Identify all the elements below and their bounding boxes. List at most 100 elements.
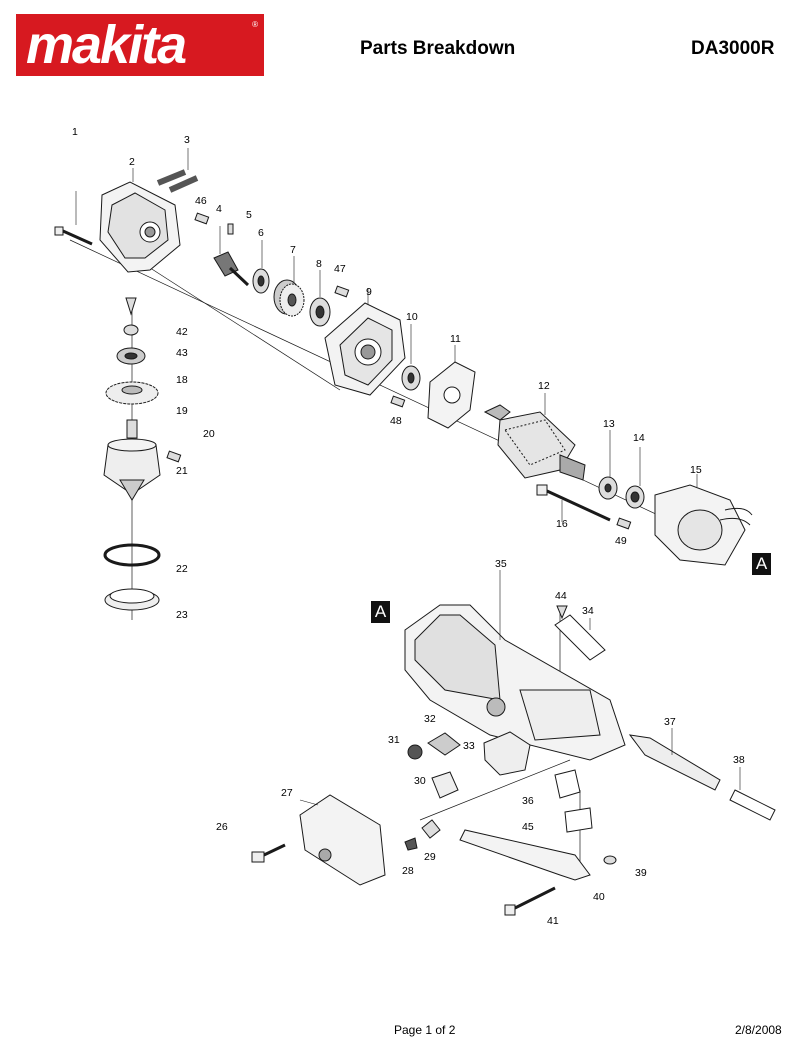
part-label-38: 38 bbox=[733, 754, 745, 766]
part-46-pin bbox=[194, 212, 210, 225]
part-40-plate bbox=[459, 829, 591, 881]
part-21-spindle bbox=[103, 419, 161, 501]
part-label-47: 47 bbox=[334, 263, 346, 275]
part-44-screw bbox=[556, 605, 568, 620]
part-label-49: 49 bbox=[615, 535, 627, 547]
part-35-motor-housing bbox=[404, 570, 626, 761]
part-3-pins bbox=[156, 148, 199, 193]
part-33-switch bbox=[483, 731, 531, 776]
registered-mark: ® bbox=[252, 20, 258, 29]
part-label-10: 10 bbox=[406, 311, 418, 323]
part-47-pin bbox=[334, 285, 350, 298]
part-41-screw bbox=[504, 886, 556, 916]
part-label-40: 40 bbox=[593, 891, 605, 903]
part-label-2: 2 bbox=[129, 156, 135, 168]
part-label-41: 41 bbox=[547, 915, 559, 927]
part-31-knob bbox=[407, 744, 423, 760]
part-label-30: 30 bbox=[414, 775, 426, 787]
part-label-31: 31 bbox=[388, 734, 400, 746]
part-label-36: 36 bbox=[522, 795, 534, 807]
part-8-bearing bbox=[309, 270, 331, 327]
part-9-bearing-box bbox=[324, 288, 406, 396]
part-4-pinion bbox=[213, 226, 250, 287]
part-label-19: 19 bbox=[176, 405, 188, 417]
part-label-45: 45 bbox=[522, 821, 534, 833]
part-label-23: 23 bbox=[176, 609, 188, 621]
part-label-3: 3 bbox=[184, 134, 190, 146]
part-29-bracket bbox=[421, 819, 441, 839]
part-38-cord bbox=[729, 767, 776, 821]
part-label-1: 1 bbox=[72, 126, 78, 138]
part-36-capacitor bbox=[554, 769, 581, 799]
part-label-32: 32 bbox=[424, 713, 436, 725]
logo-wordmark: makita bbox=[26, 15, 187, 75]
section-marker-a: A bbox=[752, 553, 771, 575]
part-label-9: 9 bbox=[366, 286, 372, 298]
page-indicator: Page 1 of 2 bbox=[394, 1023, 456, 1037]
part-label-22: 22 bbox=[176, 563, 188, 575]
part-label-34: 34 bbox=[582, 605, 594, 617]
part-label-46: 46 bbox=[195, 195, 207, 207]
part-1-screw bbox=[54, 191, 93, 246]
part-label-15: 15 bbox=[690, 464, 702, 476]
part-label-42: 42 bbox=[176, 326, 188, 338]
part-label-6: 6 bbox=[258, 227, 264, 239]
part-label-48: 48 bbox=[390, 415, 402, 427]
part-label-43: 43 bbox=[176, 347, 188, 359]
part-label-26: 26 bbox=[216, 821, 228, 833]
part-48-pin bbox=[390, 395, 406, 408]
part-27-rear-cover bbox=[299, 794, 386, 886]
part-22-ring bbox=[103, 543, 161, 567]
part-label-39: 39 bbox=[635, 867, 647, 879]
part-19-bevel-gear bbox=[105, 381, 159, 405]
part-42-screw bbox=[125, 297, 137, 316]
part-7-gear bbox=[273, 256, 305, 317]
part-label-8: 8 bbox=[316, 258, 322, 270]
part-49-pin bbox=[616, 517, 632, 530]
part-label-37: 37 bbox=[664, 716, 676, 728]
part-label-13: 13 bbox=[603, 418, 615, 430]
part-18-bearing bbox=[116, 347, 146, 365]
part-20-pin bbox=[166, 450, 182, 463]
part-label-28: 28 bbox=[402, 865, 414, 877]
part-label-44: 44 bbox=[555, 590, 567, 602]
part-label-14: 14 bbox=[633, 432, 645, 444]
part-label-18: 18 bbox=[176, 374, 188, 386]
part-label-35: 35 bbox=[495, 558, 507, 570]
part-label-5: 5 bbox=[246, 209, 252, 221]
part-45-block bbox=[564, 807, 593, 833]
part-label-27: 27 bbox=[281, 787, 293, 799]
part-11-fan bbox=[427, 345, 476, 429]
part-label-33: 33 bbox=[463, 740, 475, 752]
part-label-29: 29 bbox=[424, 851, 436, 863]
part-30-block bbox=[431, 771, 459, 799]
part-28-screw bbox=[404, 837, 418, 851]
part-5-key bbox=[227, 223, 234, 235]
part-13-bearing bbox=[598, 430, 618, 500]
part-34-plate bbox=[554, 614, 606, 661]
part-2-gear-housing bbox=[99, 168, 181, 273]
part-15-field bbox=[654, 474, 753, 566]
part-14-bearing bbox=[625, 447, 645, 509]
part-label-4: 4 bbox=[216, 203, 222, 215]
part-label-16: 16 bbox=[556, 518, 568, 530]
page-title: Parts Breakdown bbox=[360, 38, 516, 59]
part-label-21: 21 bbox=[176, 465, 188, 477]
makita-logo: makita ® bbox=[16, 14, 264, 76]
part-39-washer bbox=[603, 855, 617, 865]
part-label-12: 12 bbox=[538, 380, 550, 392]
part-label-20: 20 bbox=[203, 428, 215, 440]
part-10-bearing bbox=[401, 324, 421, 391]
part-6-bearing bbox=[252, 240, 270, 294]
model-number: DA3000R bbox=[691, 38, 775, 59]
part-26-screw bbox=[251, 843, 286, 863]
part-43-washer bbox=[123, 324, 139, 336]
part-23-ring bbox=[104, 588, 160, 611]
part-label-7: 7 bbox=[290, 244, 296, 256]
part-16-screw bbox=[536, 484, 611, 522]
document-date: 2/8/2008 bbox=[735, 1023, 782, 1037]
part-label-11: 11 bbox=[450, 333, 461, 345]
part-32-lever bbox=[427, 732, 461, 756]
part-37-cord-guard bbox=[628, 728, 721, 791]
